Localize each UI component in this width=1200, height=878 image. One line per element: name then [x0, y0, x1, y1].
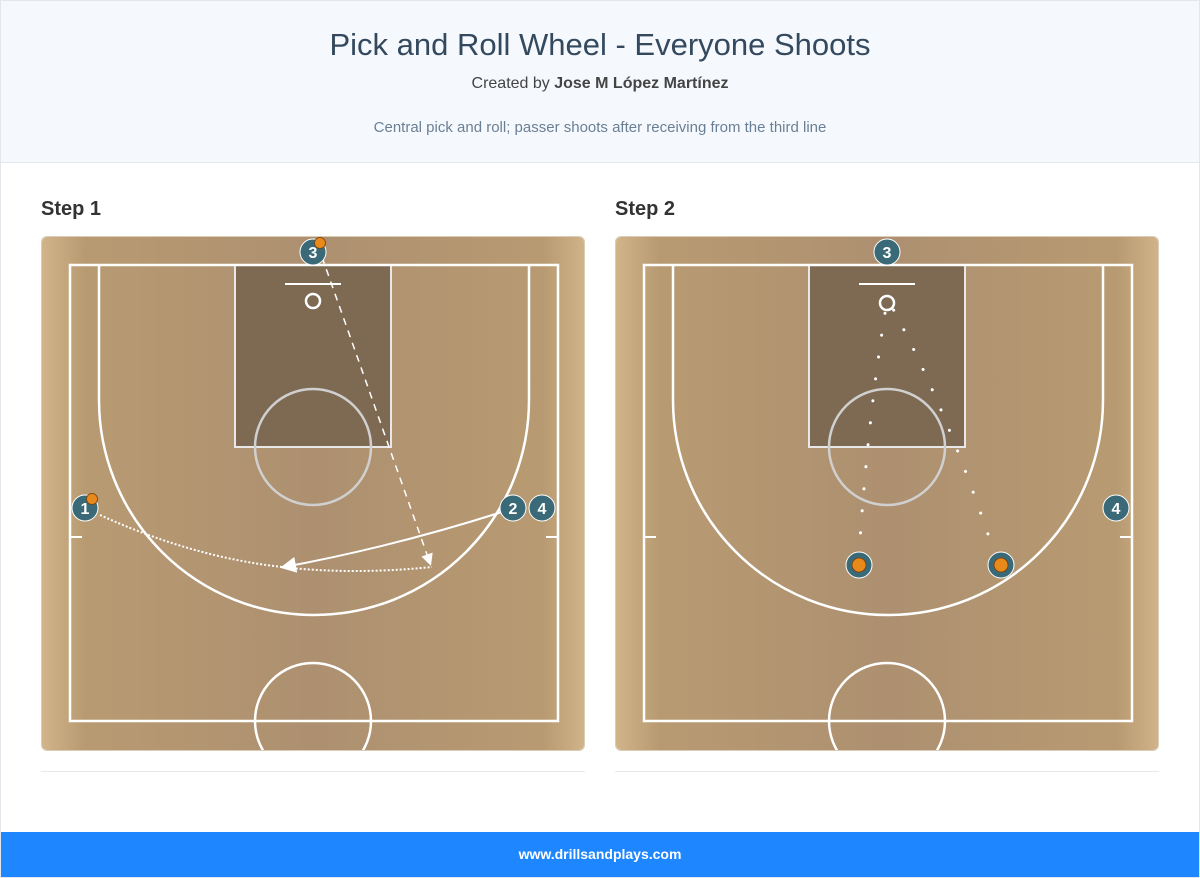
court-diagram-1: 1 2 3 4 — [42, 237, 584, 750]
svg-text:3: 3 — [309, 245, 318, 262]
author-name[interactable]: Jose M López Martínez — [554, 75, 729, 92]
page-header: Pick and Roll Wheel - Everyone Shoots Cr… — [1, 1, 1199, 163]
player-4[interactable]: 4 — [528, 494, 556, 522]
court-boundary — [68, 263, 560, 723]
paint-area — [808, 264, 966, 448]
player-3[interactable]: 3 — [299, 237, 327, 266]
ball-icon — [314, 237, 326, 249]
player-4[interactable]: 4 — [1102, 494, 1130, 522]
ball-icon — [86, 493, 98, 505]
svg-text:3: 3 — [883, 245, 892, 262]
hoop — [878, 294, 896, 312]
svg-text:2: 2 — [509, 501, 518, 518]
free-throw-circle — [827, 387, 947, 507]
shooter-left[interactable] — [845, 551, 873, 579]
court-diagram-2: 3 4 — [616, 237, 1158, 750]
three-point-line — [97, 265, 531, 617]
drill-description: Central pick and roll; passer shoots aft… — [373, 119, 827, 136]
step-1-court: 1 2 3 4 — [41, 236, 585, 751]
court-boundary — [642, 263, 1134, 723]
created-by-label: Created by — [471, 75, 550, 92]
svg-text:4: 4 — [1112, 501, 1121, 518]
player-2[interactable]: 2 — [499, 494, 527, 522]
page-title: Pick and Roll Wheel - Everyone Shoots — [329, 27, 871, 62]
pass-path — [321, 256, 433, 566]
byline: Created by Jose M López Martínez — [1, 75, 1199, 93]
cut-path — [280, 511, 503, 573]
svg-text:1: 1 — [81, 501, 90, 518]
step-2-title: Step 2 — [615, 198, 676, 220]
three-point-line — [671, 265, 1105, 617]
shooter-right[interactable] — [987, 551, 1015, 579]
step-2-court: 3 4 — [615, 236, 1159, 751]
paint-area — [234, 264, 392, 448]
shot-path-left — [857, 305, 888, 557]
svg-text:4: 4 — [538, 501, 547, 518]
player-1[interactable]: 1 — [71, 493, 99, 522]
step-2-divider — [615, 771, 1159, 772]
footer-site-link[interactable]: www.drillsandplays.com — [518, 846, 682, 862]
ball-icon — [851, 557, 867, 573]
step-1-title: Step 1 — [41, 198, 102, 220]
site-footer: www.drillsandplays.com — [1, 832, 1199, 877]
ball-icon — [993, 557, 1009, 573]
center-circle — [253, 661, 373, 750]
hoop — [304, 292, 322, 310]
player-3[interactable]: 3 — [873, 238, 901, 266]
step-1-divider — [41, 771, 585, 772]
free-throw-circle — [253, 387, 373, 507]
center-circle — [827, 661, 947, 750]
